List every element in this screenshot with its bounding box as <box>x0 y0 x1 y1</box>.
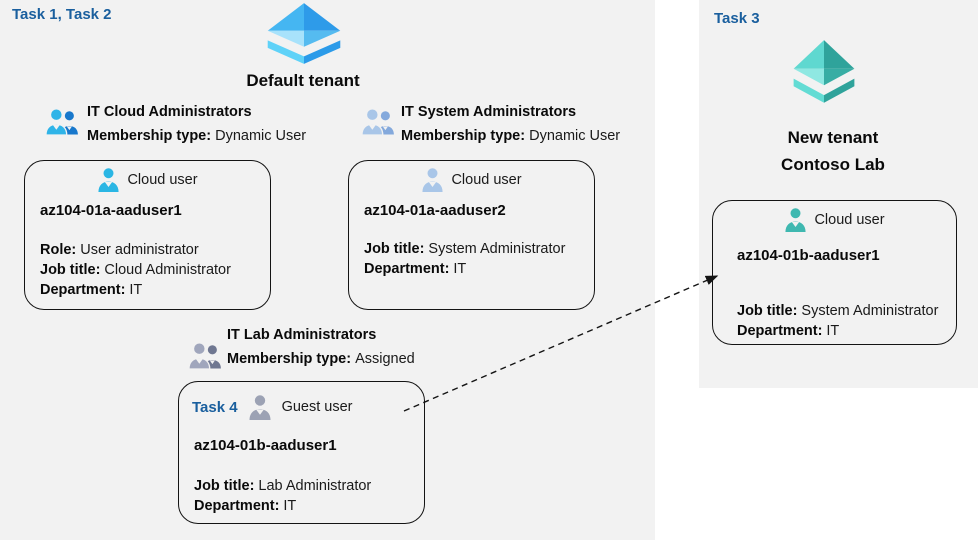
user-details: Job title:System Administrator Departmen… <box>364 241 566 277</box>
user-card-new-tenant: Cloud user az104-01b-aaduser1 Job title:… <box>712 200 957 345</box>
cloud-user-icon <box>785 208 806 232</box>
user-type-label: Guest user <box>281 399 353 415</box>
group-icon <box>45 108 78 136</box>
task-4-label: Task 4 <box>192 398 238 416</box>
cloud-user-icon <box>98 168 119 192</box>
group-icon <box>188 342 221 370</box>
group-title-lab-admins: IT Lab Administrators <box>227 327 377 343</box>
user-name: az104-01a-aaduser1 <box>40 202 182 219</box>
task-3-label: Task 3 <box>714 10 760 27</box>
user-card-header: Cloud user <box>25 166 270 193</box>
group-membership-cloud-admins: Membership type:Dynamic User <box>87 128 307 144</box>
guest-user-card: Task 4 Guest user az104-01b-aaduser1 Job… <box>178 381 425 524</box>
user-name: az104-01b-aaduser1 <box>737 247 880 264</box>
user-name: az104-01a-aaduser2 <box>364 202 506 219</box>
group-title-cloud-admins: IT Cloud Administrators <box>87 104 252 120</box>
user-details: Role:User administrator Job title:Cloud … <box>40 242 231 298</box>
user-type-label: Cloud user <box>814 211 885 228</box>
user-card-aaduser1: Cloud user az104-01a-aaduser1 Role:User … <box>24 160 271 310</box>
user-card-header: Cloud user <box>349 166 594 193</box>
group-membership-system-admins: Membership type:Dynamic User <box>401 128 621 144</box>
user-type-label: Cloud user <box>127 171 198 188</box>
azure-ad-icon <box>793 40 855 103</box>
user-type-label: Cloud user <box>451 171 522 188</box>
user-name: az104-01b-aaduser1 <box>194 437 337 454</box>
group-membership-lab-admins: Membership type:Assigned <box>227 351 415 367</box>
azure-ad-icon <box>267 3 341 64</box>
user-details: Job title:System Administrator Departmen… <box>737 303 939 339</box>
default-tenant-title: Default tenant <box>246 71 360 90</box>
group-title-system-admins: IT System Administrators <box>401 104 577 120</box>
guest-user-icon <box>249 395 271 420</box>
user-card-aaduser2: Cloud user az104-01a-aaduser2 Job title:… <box>348 160 595 310</box>
task-1-2-label: Task 1, Task 2 <box>12 6 112 23</box>
new-tenant-title-line1: New tenant <box>787 128 879 147</box>
cloud-user-icon <box>422 168 443 192</box>
new-tenant-title: New tenant Contoso Lab <box>713 124 953 178</box>
new-tenant-title-line2: Contoso Lab <box>781 155 885 174</box>
group-icon <box>361 108 394 136</box>
user-card-header: Cloud user <box>713 206 956 233</box>
user-details: Job title:Lab Administrator Department:I… <box>194 478 372 514</box>
user-card-header: Task 4 Guest user <box>192 393 353 421</box>
default-tenant-panel <box>0 0 655 540</box>
